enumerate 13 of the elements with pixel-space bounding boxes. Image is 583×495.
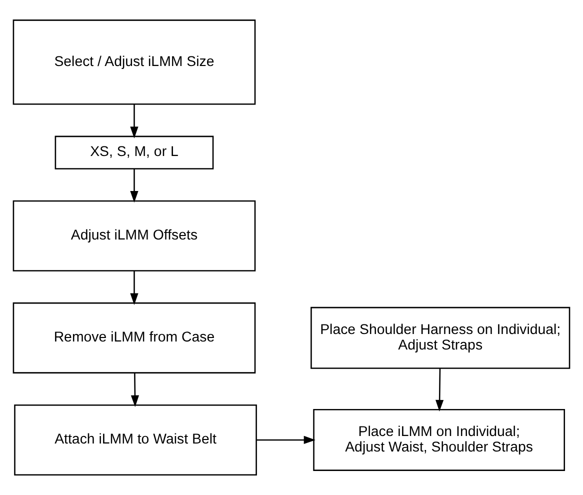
arrow (130, 372, 140, 407)
node-box: XS, S, M, or L (54, 136, 214, 170)
arrow (436, 368, 444, 412)
arrow (130, 104, 138, 138)
arrow (130, 270, 138, 305)
node-box: Remove iLMM from Case (12, 302, 256, 374)
node-box: Adjust iLMM Offsets (12, 200, 256, 272)
arrow (130, 169, 138, 203)
node-box: Place iLMM on Individual; Adjust Waist, Shoulder Straps (313, 408, 565, 471)
node-box: Place Shoulder Harness on Individual; Adjust Straps (310, 306, 570, 369)
node-box: Attach iLMM to Waist Belt (14, 404, 257, 476)
arrow (256, 436, 316, 444)
node-box: Select / Adjust iLMM Size (12, 20, 256, 105)
